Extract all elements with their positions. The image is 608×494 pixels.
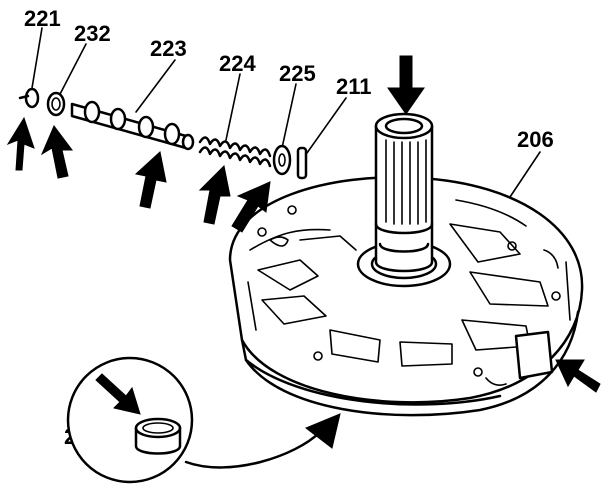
spring-224	[198, 136, 272, 168]
callout-224: 224	[219, 51, 256, 76]
inset-seal-234	[66, 356, 194, 484]
arrow-icon	[231, 181, 271, 233]
plug-232	[46, 91, 66, 117]
arrow-icon	[95, 373, 141, 415]
arrow-icon	[387, 55, 425, 115]
callout-206: 206	[517, 127, 554, 152]
pump-body-206	[228, 112, 584, 417]
arrow-icon	[40, 125, 73, 179]
arrow-icon	[555, 359, 601, 393]
curved-arrow	[184, 413, 341, 469]
arrow-icon	[198, 164, 231, 225]
callout-221: 221	[24, 6, 61, 31]
callout-223: 223	[150, 36, 187, 61]
pin-211	[296, 146, 308, 180]
arrow-icon	[6, 116, 35, 171]
arrow-icon	[134, 151, 167, 209]
retaining-ring-221	[18, 87, 40, 109]
arrow-icons	[6, 55, 601, 415]
callout-225: 225	[279, 61, 316, 86]
washer-225	[272, 144, 292, 176]
callout-232: 232	[74, 21, 111, 46]
valve-223	[70, 100, 195, 151]
callout-211: 211	[336, 74, 372, 99]
